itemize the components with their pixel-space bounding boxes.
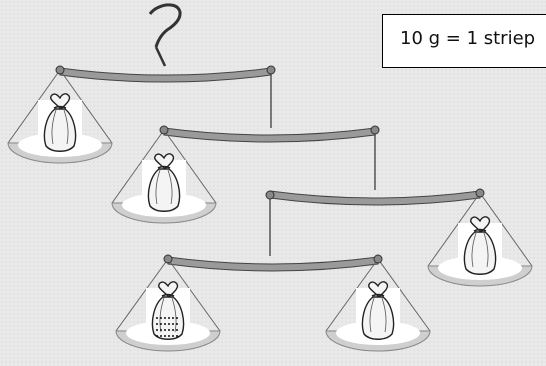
pan-top-left [8,94,112,163]
legend-text: 10 g = 1 striep [400,28,535,49]
pan-mid-left [112,154,216,223]
pan-right [428,217,532,286]
pan-bottom-right [326,282,430,351]
legend-box: 10 g = 1 striep [382,14,546,68]
pan-bottom-left [116,282,220,351]
hanger-hook-icon [150,5,180,47]
beam-right [270,191,480,205]
beam-middle [164,128,375,142]
beam-top [60,68,271,82]
beam-bottom [168,257,378,271]
